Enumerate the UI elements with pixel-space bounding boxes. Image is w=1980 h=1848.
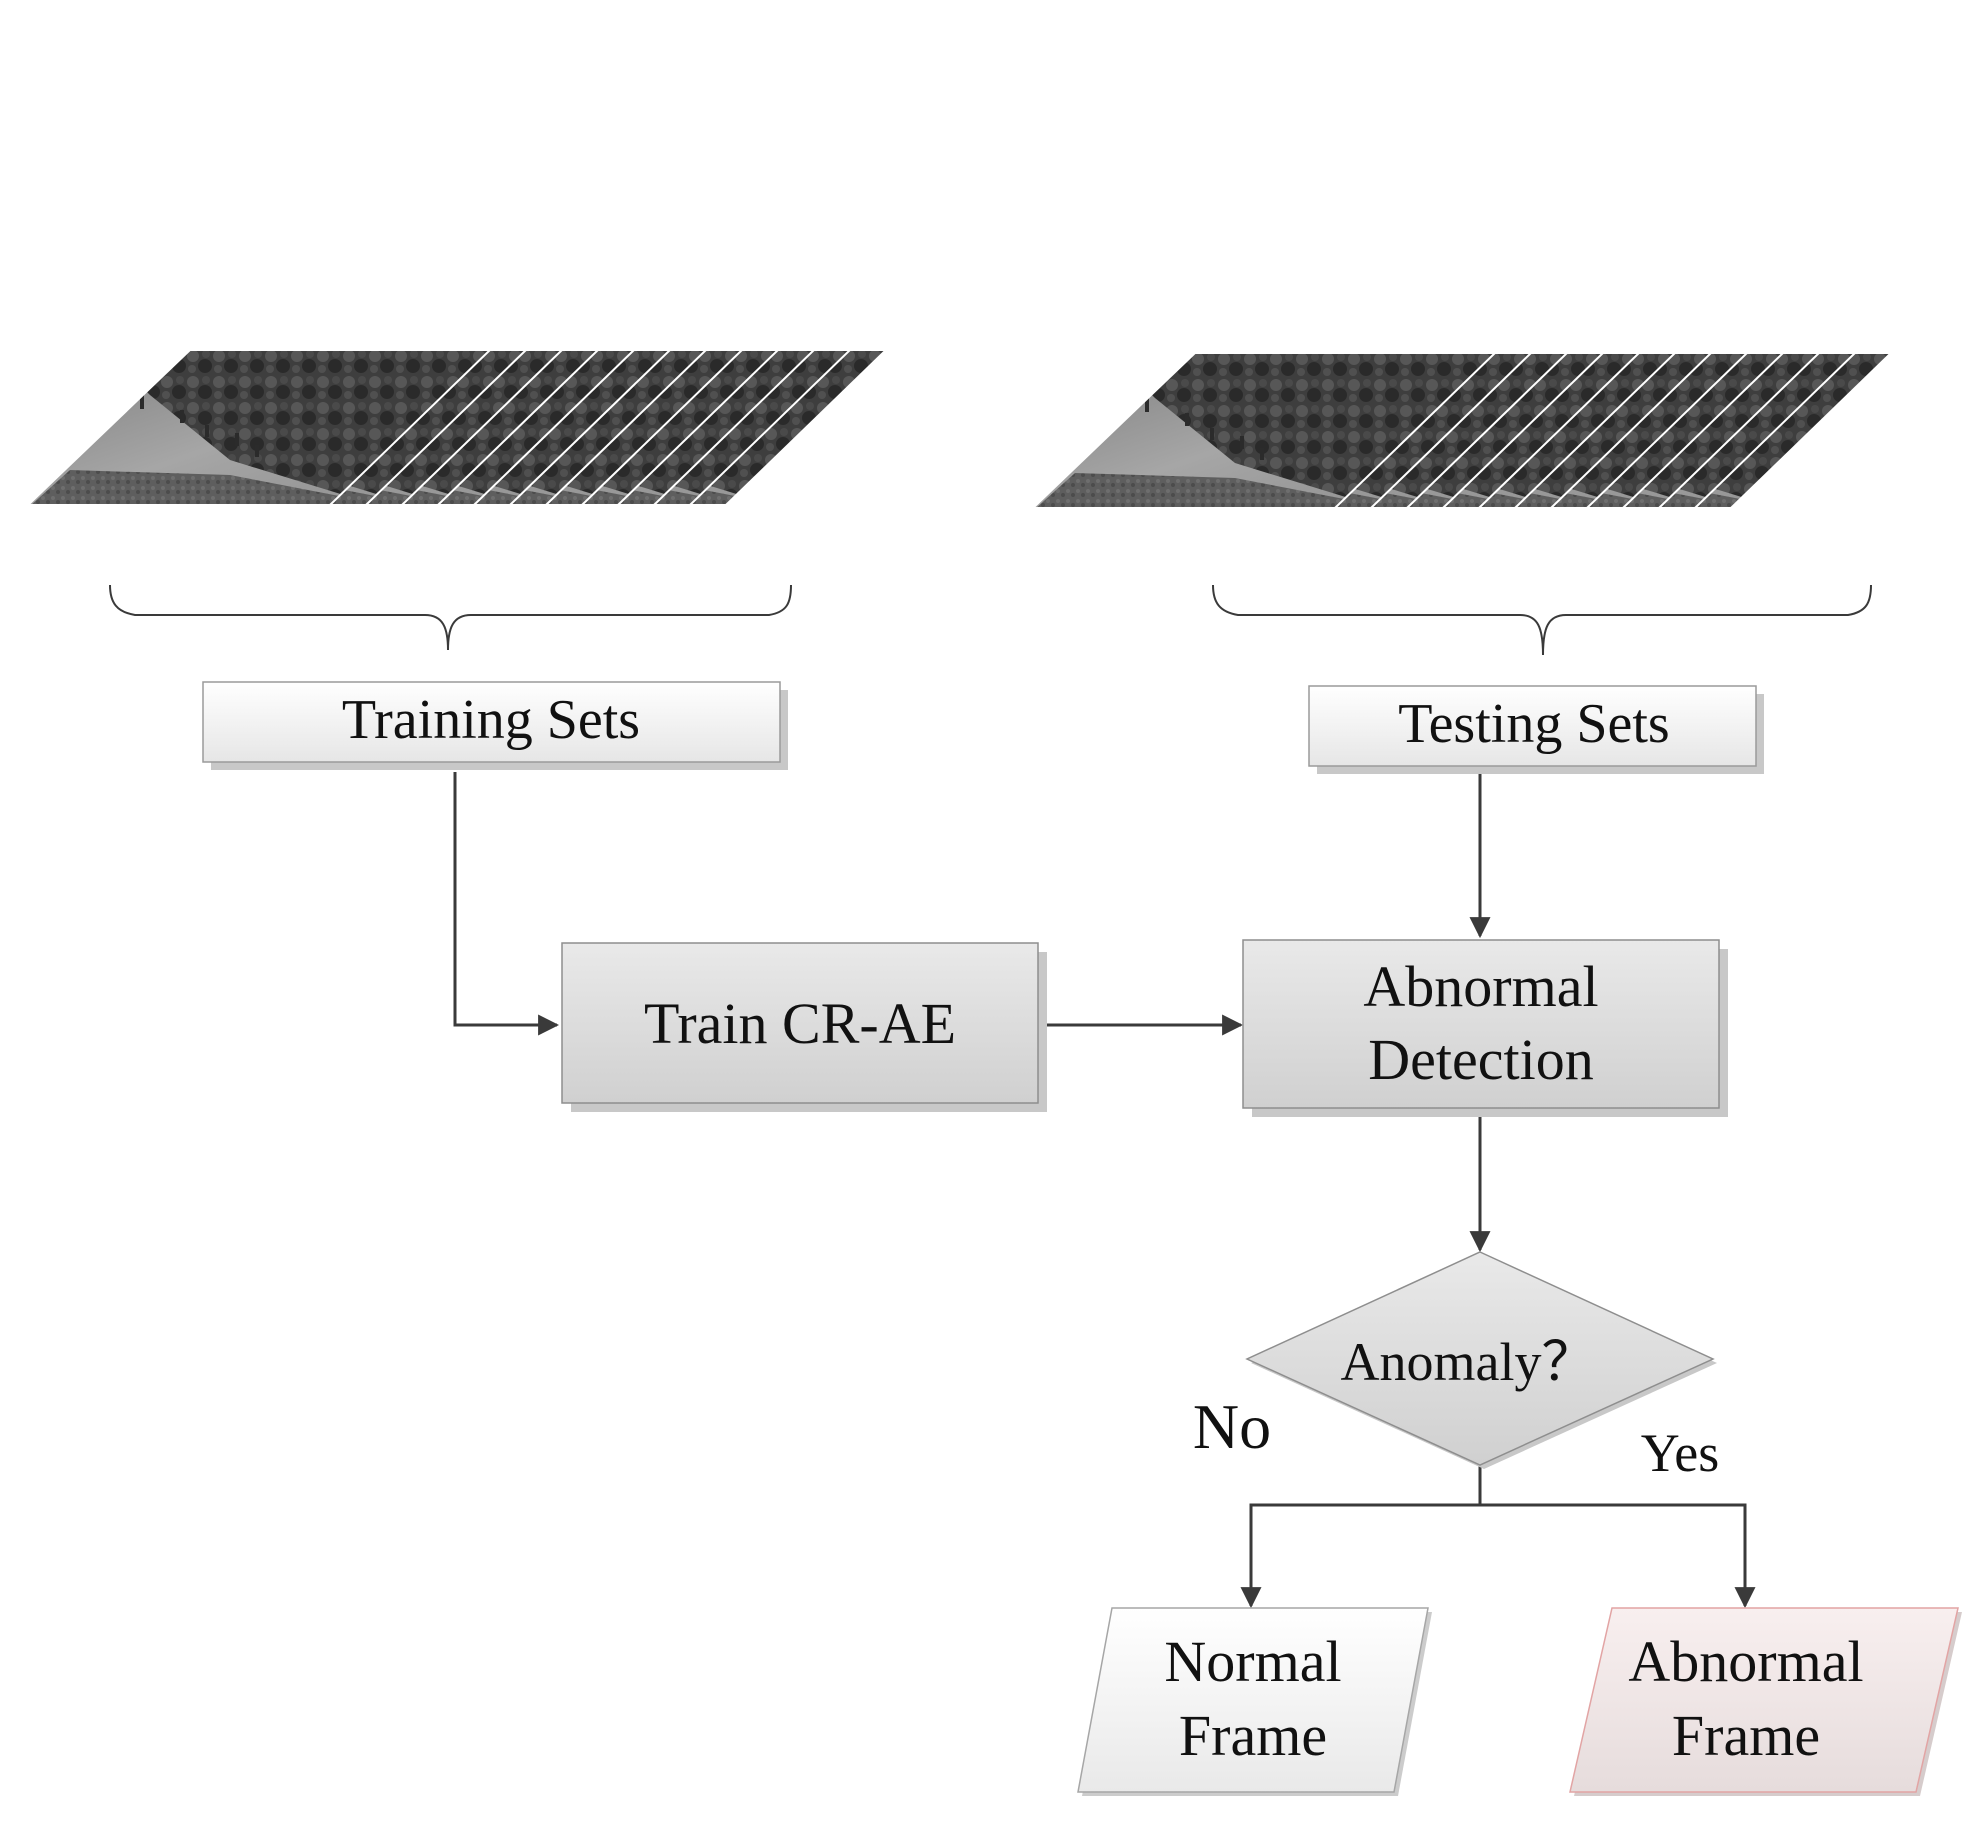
abnormal-detection-label-line1: Abnormal [1363,954,1598,1019]
branch-no-label: No [1193,1391,1271,1462]
anomaly-decision-node: Anomaly？ [1245,1251,1717,1469]
abnormal-frame-label-line1: Abnormal [1628,1629,1863,1694]
testing-brace [1212,584,1872,656]
arrow-training-to-train [453,772,560,1036]
normal-frame-node: Normal Frame [1077,1607,1432,1796]
training-brace [109,584,792,651]
connectors [453,772,1756,1609]
anomaly-decision-label: Anomaly？ [1341,1332,1596,1392]
branch-yes-label: Yes [1641,1423,1720,1483]
abnormal-frame-label-line2: Frame [1672,1703,1820,1768]
abnormal-detection-node: Abnormal Detection [1242,939,1728,1117]
testing-sets-node: Testing Sets [1308,685,1764,774]
arrow-to-abnormal-frame [1480,1503,1756,1609]
normal-frame-label-line2: Frame [1179,1703,1327,1768]
testing-frame-stack [1025,348,1901,518]
training-sets-node: Training Sets [202,681,788,770]
normal-frame-label-line1: Normal [1164,1629,1341,1694]
training-sets-label: Training Sets [342,689,640,751]
training-frame-stack [20,345,896,515]
train-crae-node: Train CR-AE [561,942,1047,1112]
train-crae-label: Train CR-AE [644,991,956,1056]
testing-sets-label: Testing Sets [1398,693,1669,755]
decision-split-line [1240,1465,1482,1609]
abnormal-detection-label-line2: Detection [1368,1027,1593,1092]
abnormal-frame-node: Abnormal Frame [1569,1607,1962,1796]
